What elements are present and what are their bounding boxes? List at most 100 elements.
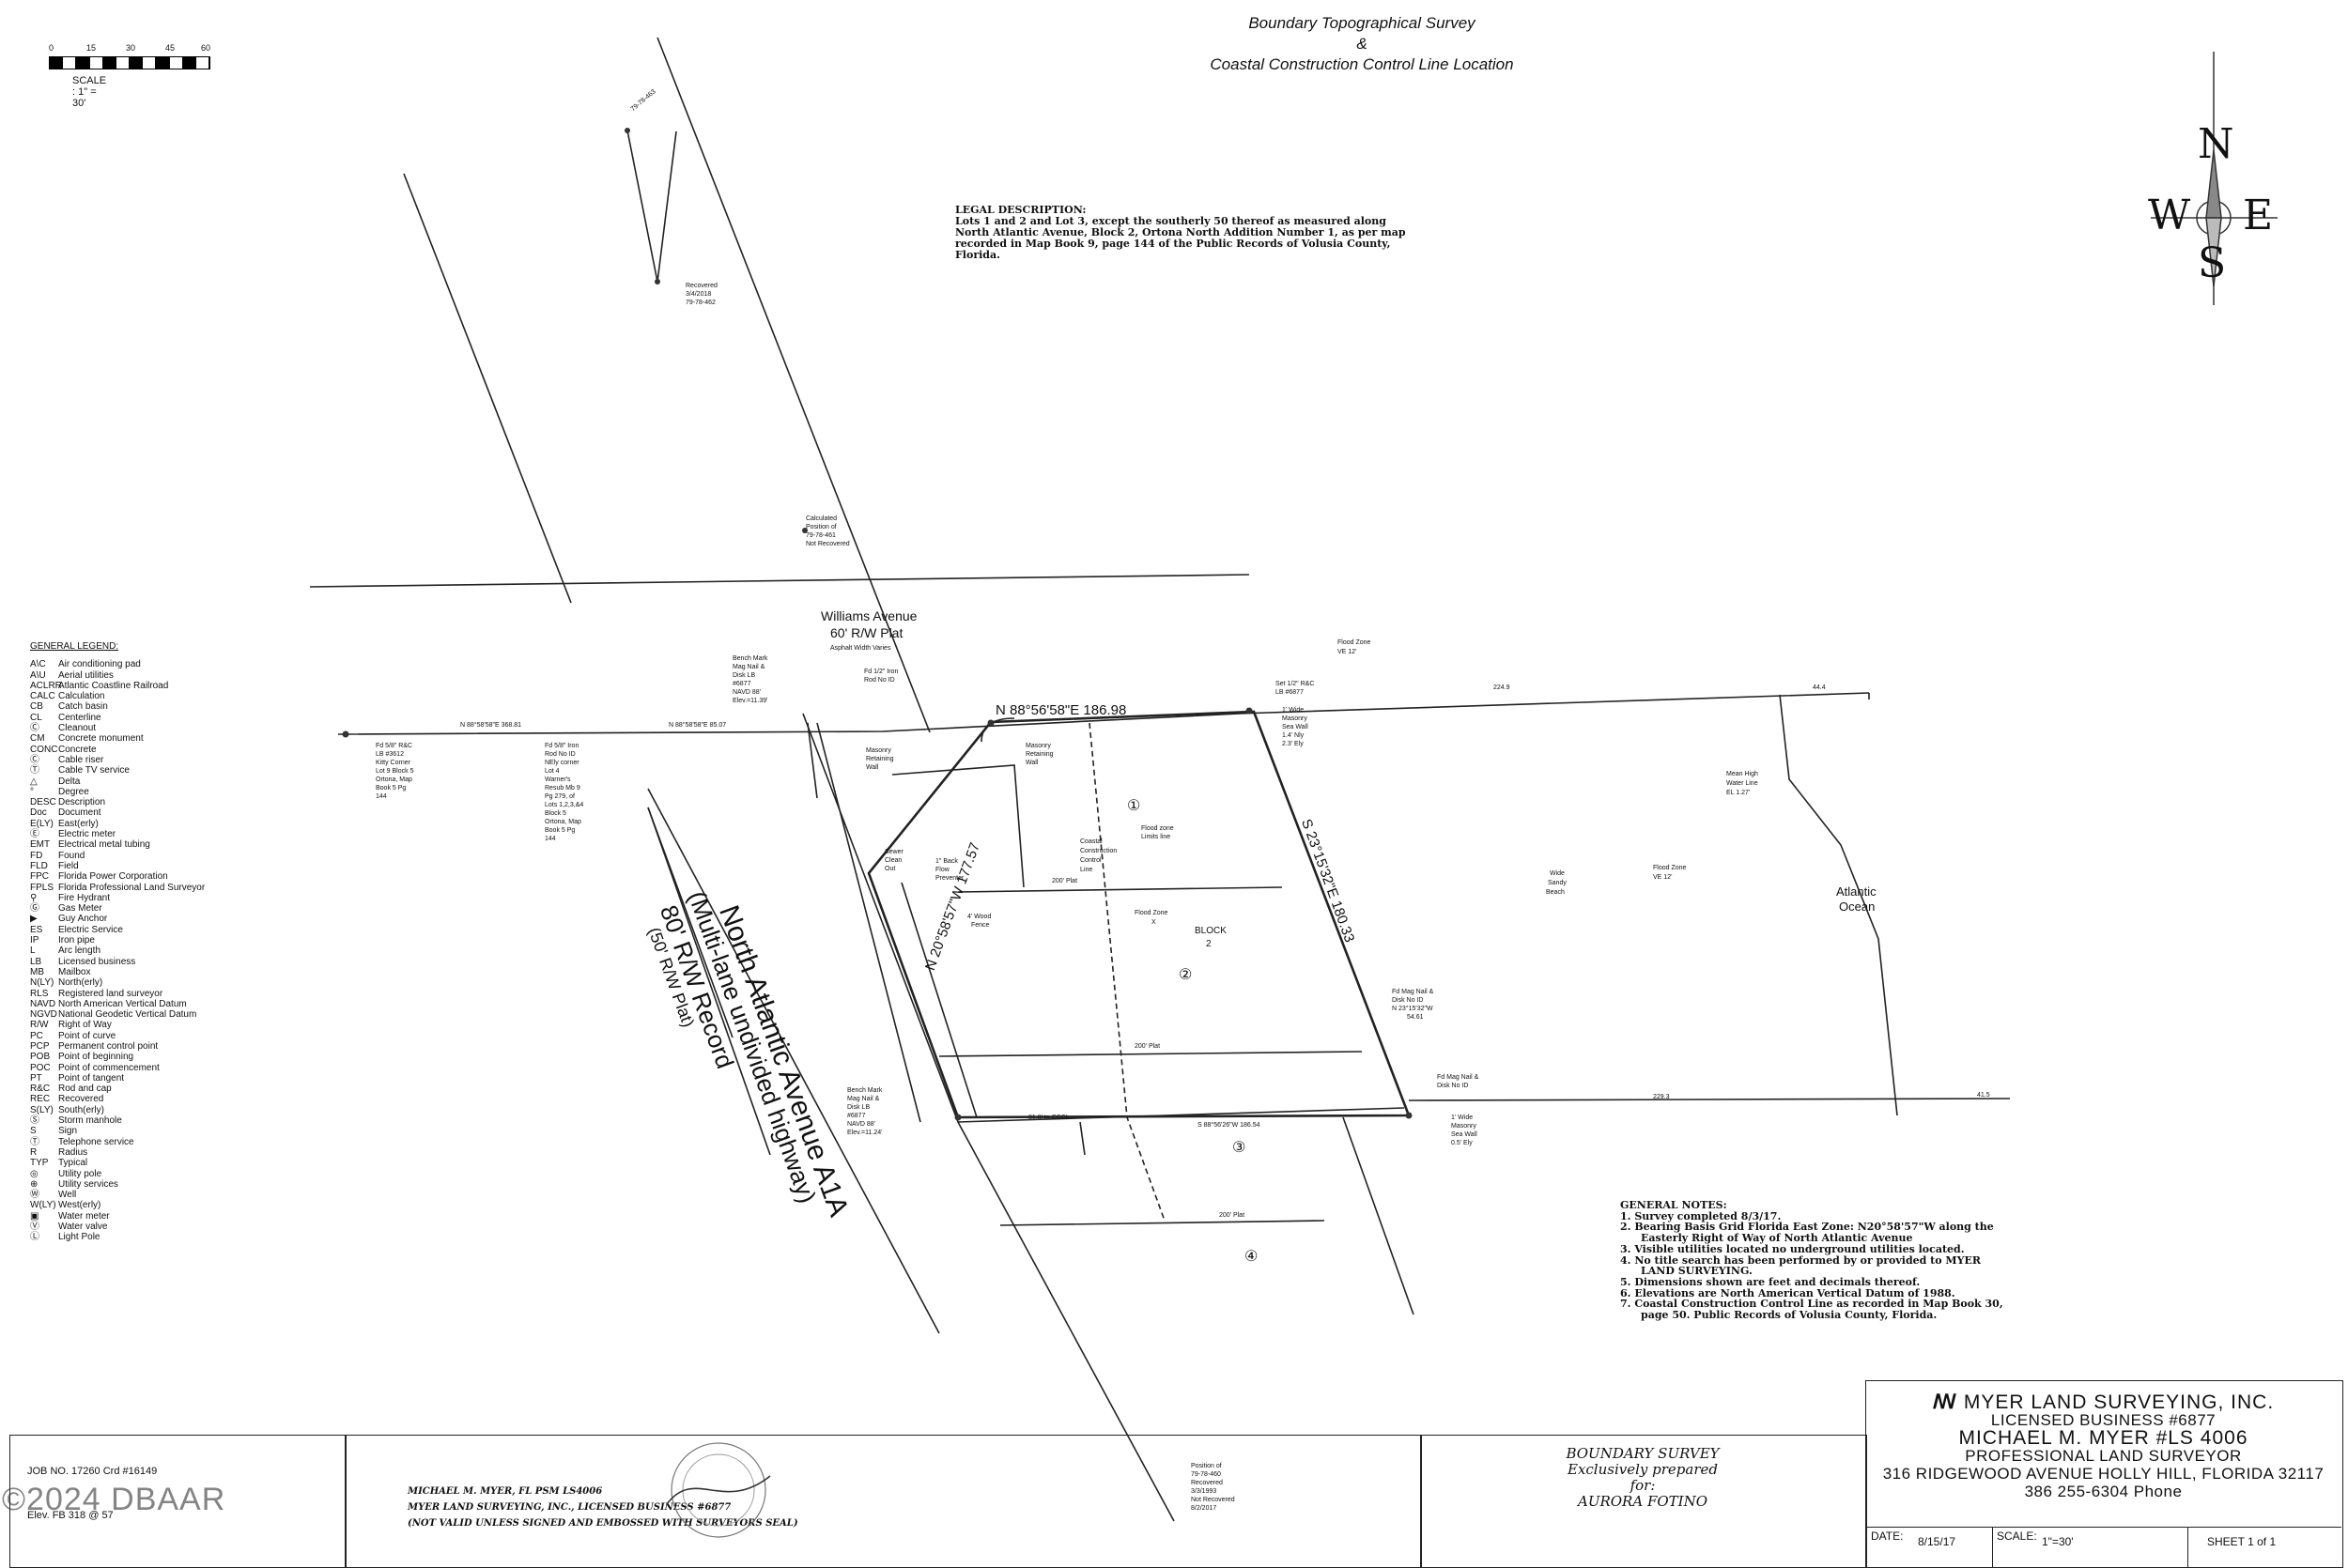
label-bench-3: Disk LB [733,672,756,679]
label-wood-fence-2: Fence [971,922,990,929]
legend-desc: Description [58,797,106,808]
legend-code: R&C [30,1084,51,1095]
legend-desc: Florida Professional Land Surveyor [58,882,206,893]
scale-tick: 30 [126,43,136,53]
legend-desc: Arc length [58,945,101,957]
label-flood-ve: Flood Zone [1653,865,1687,871]
label-fd58d: Lot 9 Block 5 [376,768,414,775]
legend-desc: East(erly) [58,818,99,829]
label-bench-6: Elev.=11.39' [733,698,768,704]
legend-desc: West(erly) [58,1200,101,1211]
label-fd58g: 144 [376,793,387,800]
legend-code: Ⓒ [30,723,39,734]
firm-name: ꟿ MYER LAND SURVEYING, INC. [1865,1391,2341,1413]
legend-code: Ⓣ [30,1136,39,1147]
legend-code: △ [30,776,38,787]
legal-heading: LEGAL DESCRIPTION: [955,204,1087,216]
label-flood-ve: Flood Zone [1337,639,1371,646]
scale-bar-graphic [49,56,210,69]
label-set-rc-2: LB #6877 [1275,689,1304,696]
note-item: 7. Coastal Construction Control Line as … [1620,1298,2003,1322]
legend-desc: Aerial utilities [58,669,114,681]
label-fd58c: Kitty Corner [376,760,410,766]
signature-line-2: MYER LAND SURVEYING, INC., LICENSED BUSI… [408,1502,732,1513]
label-seawall-5: 2.3' Ely [1282,741,1304,747]
legend-code: FPC [30,871,49,883]
label-rec-2: Recovered [686,283,718,289]
label-fd-mag-2: Disk No ID [1392,997,1424,1004]
legend-code: NGVD [30,1009,57,1021]
legend-desc: Point of beginning [58,1052,134,1063]
label-calc-pos-3: 79-78-461 [806,532,836,539]
legend-desc: Cleanout [58,723,97,734]
legal-line: Lots 1 and 2 and Lot 3, except the south… [955,215,1386,227]
legend-desc: Radius [58,1146,88,1158]
note-item: 6. Elevations are North American Vertica… [1620,1286,1955,1299]
label-beach: Beach [1546,889,1565,896]
label-fd-mag-4: 54.61 [1407,1014,1424,1021]
label-fd58r: Ortona, Map [545,819,581,825]
label-dist-368: N 88°58'58"E 368.81 [460,722,522,729]
watermark: ©2024 DBAAR [2,1482,226,1517]
legend-desc: Degree [58,786,89,797]
legend-desc: National Geodetic Vertical Datum [58,1009,197,1021]
label-fd58j: Rod No ID [545,751,576,758]
legend-desc: Water valve [58,1222,108,1233]
legend-desc: Licensed business [58,956,136,967]
label-pos-bottom-3: Recovered [1191,1480,1223,1486]
label-fd-iron-2: Rod No ID [864,677,895,684]
label-backflow-3: Preventer [935,875,965,882]
west-row-line-2 [647,788,940,1334]
legend-code: L [30,945,36,957]
note-item: 3. Visible utilities located no undergro… [1620,1242,1965,1255]
label-fd-mag-3: N 23°15'32"W [1392,1006,1433,1012]
compass-e: E [2243,192,2274,239]
label-williams-ave: Williams Avenue [821,608,918,623]
label-south-line: S 88°56'26"W 186.54 [1197,1122,1260,1129]
label-pos-bottom: Position of [1191,1463,1222,1469]
label-plat-200: 200' Plat [1135,1043,1161,1050]
legend-desc: Field [58,860,79,871]
label-retaining-2: Retaining [1026,751,1054,758]
label-dist-44: 44.4 [1813,684,1826,691]
compass-w: W [2148,192,2191,239]
label-pos-bottom-4: 3/3/1993 [1191,1488,1217,1495]
label-ocean: Ocean [1839,899,1876,914]
label-flood-line-2: Limits line [1141,834,1171,840]
firm-name-text: MYER LAND SURVEYING, INC. [1963,1391,2275,1413]
label-sewer-3: Out [885,866,896,872]
signature-line-1: MICHAEL M. MYER, FL PSM LS4006 [408,1486,603,1497]
label-block-num: 2 [1206,939,1212,949]
legend-code: E(LY) [30,818,54,829]
note-item: 2. Bearing Basis Grid Florida East Zone:… [1620,1221,1994,1245]
legend-desc: Storm manhole [58,1115,122,1127]
legend-code: PC [30,1030,43,1041]
legend-desc: Centerline [58,712,101,723]
legend-desc: Registered land surveyor [58,988,163,999]
scale-label-box: SCALE: [1997,1530,2037,1543]
legend-code: Ⓦ [30,1190,39,1201]
label-north-line: N 88°56'58"E 186.98 [996,702,1127,718]
legend-desc: Utility pole [58,1168,102,1179]
legend-code: EMT [30,839,51,851]
legend-desc: Point of tangent [58,1072,125,1084]
legend-desc: Sign [58,1126,78,1137]
label-fd58b: LB #3612 [376,751,404,758]
compass-n: N [2198,120,2234,168]
title-line-2: & [1356,35,1367,53]
label-plat-200: 200' Plat [1052,878,1078,884]
label-dist-229: 229.3 [1653,1094,1670,1100]
